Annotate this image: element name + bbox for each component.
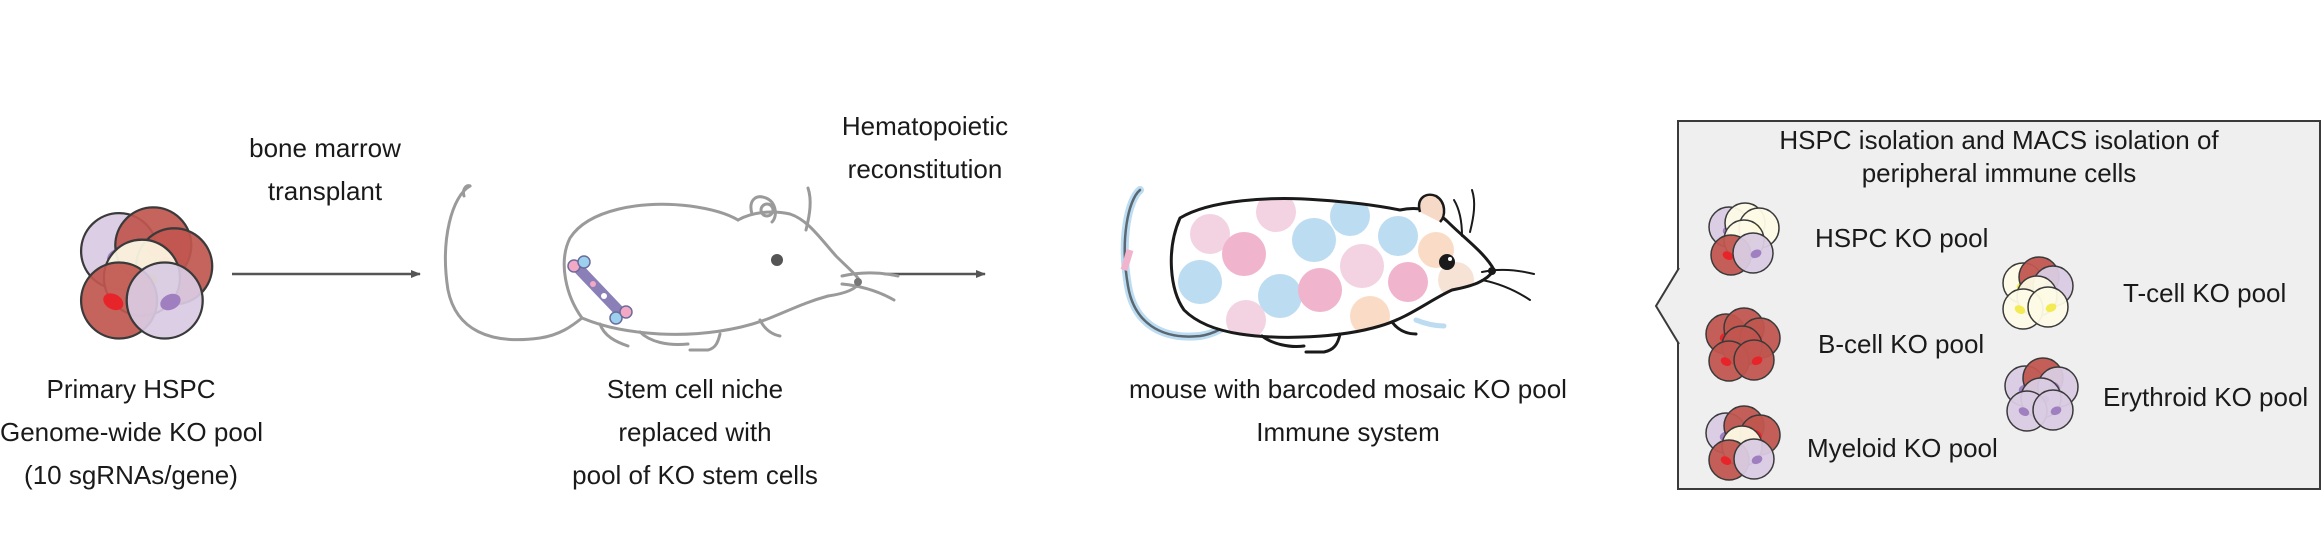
mouse2-ear [1417, 193, 1446, 223]
mouse1-tail [444, 184, 584, 342]
hspc-pool-cluster [1708, 202, 1780, 276]
cell-nucleus [2050, 406, 2062, 416]
erythroid-pool-cluster [2004, 357, 2079, 432]
tcell-pool-cluster [2002, 256, 2074, 330]
stem-cell-niche-label: Stem cell niche replaced with pool of KO… [535, 368, 855, 497]
mouse1-belly [580, 294, 830, 336]
cell-nucleus [103, 293, 124, 311]
mouse1-nose [854, 278, 862, 286]
mosaic-mouse-illustration [1120, 186, 1535, 354]
mouse1-back [562, 202, 740, 320]
panel-pointer [1654, 267, 1680, 345]
cell-nucleus [2018, 407, 2030, 417]
mouse2-front-paw [1390, 320, 1418, 336]
cell-nucleus [2045, 303, 2057, 313]
primary-hspc-cluster [79, 206, 214, 340]
panel-title: HSPC isolation and MACS isolation of per… [1680, 124, 2318, 190]
cell-nucleus [1720, 456, 1732, 466]
mouse1-tail-tip [462, 184, 472, 198]
mouse1-whisker-1 [840, 271, 900, 278]
mouse1-whisker-3 [804, 186, 812, 232]
transplant-line-2: transplant [267, 176, 383, 206]
cell-nucleus [1720, 357, 1732, 367]
cell-nucleus [1751, 356, 1763, 366]
mouse1-hind-leg [638, 330, 690, 346]
panel-title-line-1: HSPC isolation and MACS isolation of [1779, 125, 2219, 155]
cell-nucleus [1751, 455, 1763, 465]
erythroid-pool-label: Erythroid KO pool [2103, 382, 2309, 412]
mosaic-mouse-label: mouse with barcoded mosaic KO pool Immun… [1108, 368, 1588, 454]
mouse2-eye [1439, 254, 1455, 270]
niche-line-2: replaced with [618, 417, 772, 447]
cell-nucleus [160, 293, 181, 311]
myeloid-pool-label: Myeloid KO pool [1807, 433, 1998, 463]
primary-hspc-line-3: (10 sgRNAs/gene) [24, 460, 238, 490]
cell-nucleus [1722, 251, 1734, 261]
primary-hspc-line-2: Genome-wide KO pool [0, 417, 264, 447]
mouse2-nose [1488, 267, 1496, 275]
reconstitution-line-2: reconstitution [847, 154, 1003, 184]
mouse2-mosaic-spots [1178, 198, 1474, 338]
tcell-pool-label: T-cell KO pool [2123, 278, 2287, 308]
mouse1-ear-inner [759, 202, 775, 218]
transplant-label: bone marrow transplant [220, 127, 430, 213]
primary-hspc-line-1: Primary HSPC [46, 374, 216, 404]
mouse1-whisker-2 [840, 282, 896, 302]
mouse1-eye [771, 254, 783, 266]
mouse1-front-leg [688, 332, 722, 352]
bone-icon [567, 255, 633, 325]
mosaic-line-2: Immune system [1256, 417, 1440, 447]
transplant-line-1: bone marrow [249, 133, 401, 163]
mouse2-hind-leg [1260, 334, 1306, 348]
myeloid-pool-cluster [1705, 405, 1781, 481]
mouse1-front-paw [758, 318, 782, 338]
reconstitution-label: Hematopoietic reconstitution [820, 105, 1030, 191]
primary-hspc-label: Primary HSPC Genome-wide KO pool (10 sgR… [0, 368, 264, 497]
mouse2-front-leg [1304, 332, 1342, 354]
niche-line-3: pool of KO stem cells [572, 460, 818, 490]
niche-line-1: Stem cell niche [606, 374, 784, 404]
cell-nucleus [1750, 249, 1762, 259]
bcell-pool-label: B-cell KO pool [1818, 329, 1985, 359]
mouse2-outline [1169, 197, 1496, 339]
immune-pools-panel [1677, 120, 2321, 490]
hspc-pool-label: HSPC KO pool [1815, 223, 1989, 253]
bcell-pool-cluster [1705, 307, 1781, 382]
panel-title-line-2: peripheral immune cells [1861, 158, 2137, 188]
transplant-mouse-illustration [444, 184, 900, 352]
reconstitution-line-1: Hematopoietic [841, 111, 1009, 141]
mouse1-ear [749, 195, 777, 224]
mouse1-hind-paw [598, 322, 630, 348]
mosaic-line-1: mouse with barcoded mosaic KO pool [1129, 374, 1567, 404]
cell-nucleus [2014, 305, 2026, 315]
